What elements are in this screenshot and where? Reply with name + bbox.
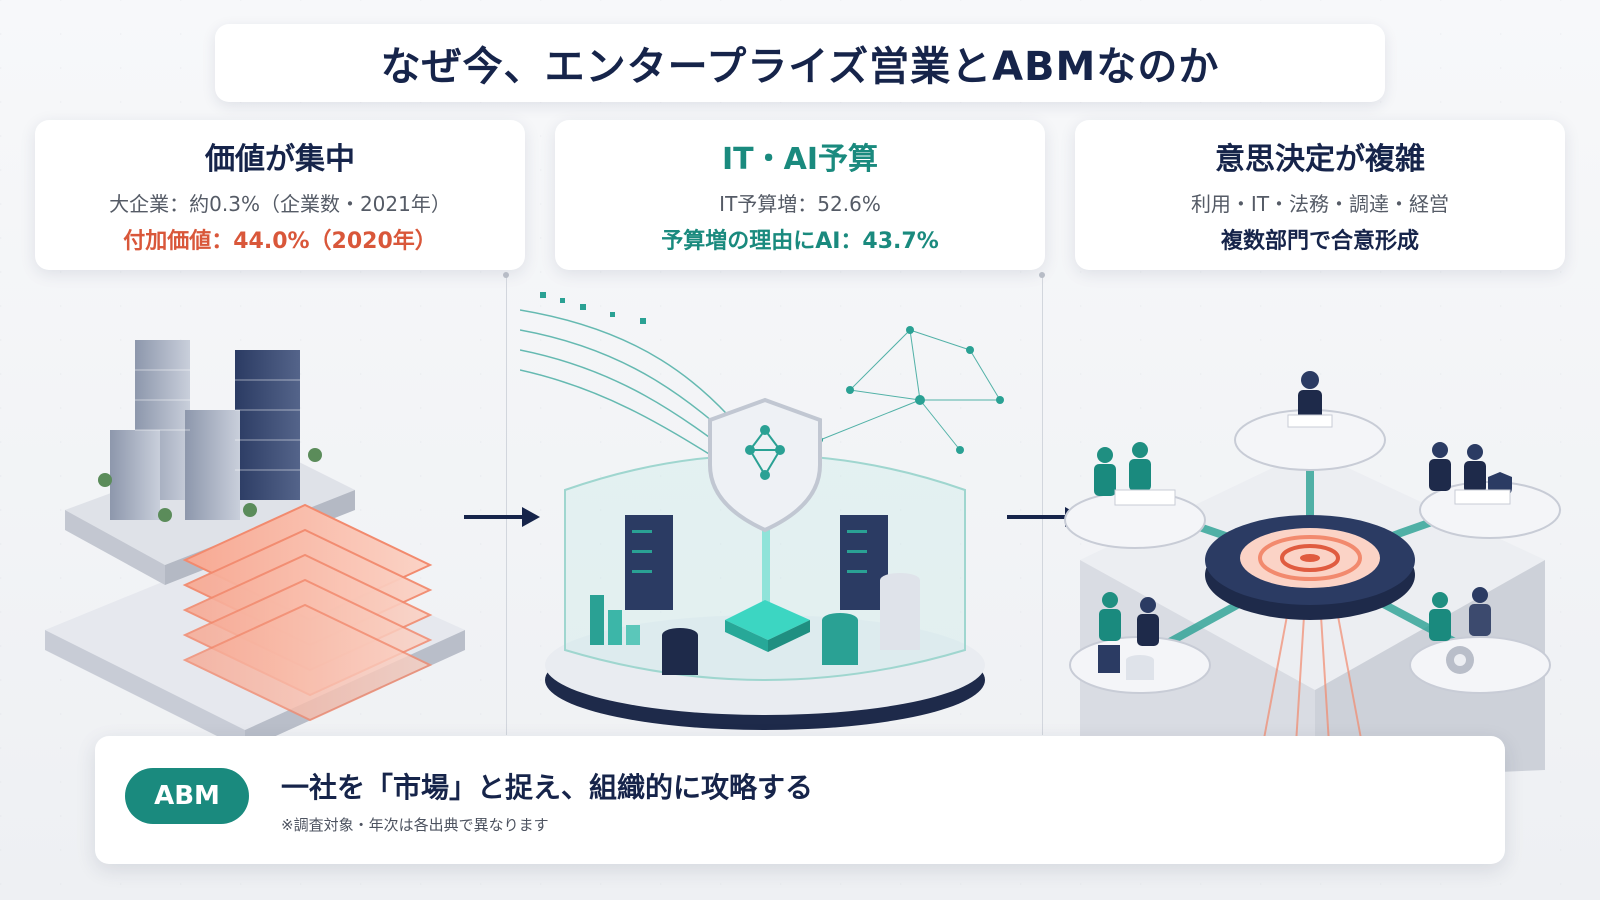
card-line1: 大企業：約0.3%（企業数・2021年） — [109, 192, 451, 216]
page-title: なぜ今、エンタープライズ営業とABMなのか — [380, 44, 1220, 90]
divider — [506, 275, 507, 735]
card-line1: 利用・IT・法務・調達・経営 — [1190, 192, 1450, 216]
card-value-concentration: 価値が集中 大企業：約0.3%（企業数・2021年） 付加価値：44.0%（20… — [35, 120, 525, 270]
card-heading: 意思決定が複雑 — [1215, 142, 1425, 177]
arrow-right-icon — [464, 507, 540, 527]
card-heading: 価値が集中 — [205, 142, 355, 177]
shield-icon — [708, 397, 822, 533]
card-heading: IT・AI予算 — [721, 142, 878, 177]
source-note: ※調査対象・年次は各出典で異なります — [281, 816, 549, 834]
title-banner: なぜ今、エンタープライズ営業とABMなのか — [215, 24, 1385, 102]
stakeholder-hub-illustration — [1064, 371, 1561, 780]
card-complex-decision: 意思決定が複雑 利用・IT・法務・調達・経営 複数部門で合意形成 — [1075, 120, 1565, 270]
abm-tagline: 一社を「市場」と捉え、組織的に攻略する — [281, 771, 814, 804]
card-line2: 複数部門で合意形成 — [1220, 229, 1419, 254]
card-line2: 付加価値：44.0%（2020年） — [123, 229, 437, 254]
abm-badge: ABM — [125, 768, 249, 824]
divider — [1042, 275, 1043, 735]
abm-summary-panel: ABM 一社を「市場」と捉え、組織的に攻略する ※調査対象・年次は各出典で異なり… — [95, 736, 1505, 864]
enterprise-buildings-illustration — [45, 340, 465, 750]
card-line1: IT予算増：52.6% — [719, 192, 881, 216]
divider-dot — [1039, 272, 1045, 278]
ai-data-center-illustration — [520, 292, 1004, 730]
card-line2: 予算増の理由にAI：43.7% — [661, 229, 939, 254]
divider-dot — [503, 272, 509, 278]
card-it-ai-budget: IT・AI予算 IT予算増：52.6% 予算増の理由にAI：43.7% — [555, 120, 1045, 270]
